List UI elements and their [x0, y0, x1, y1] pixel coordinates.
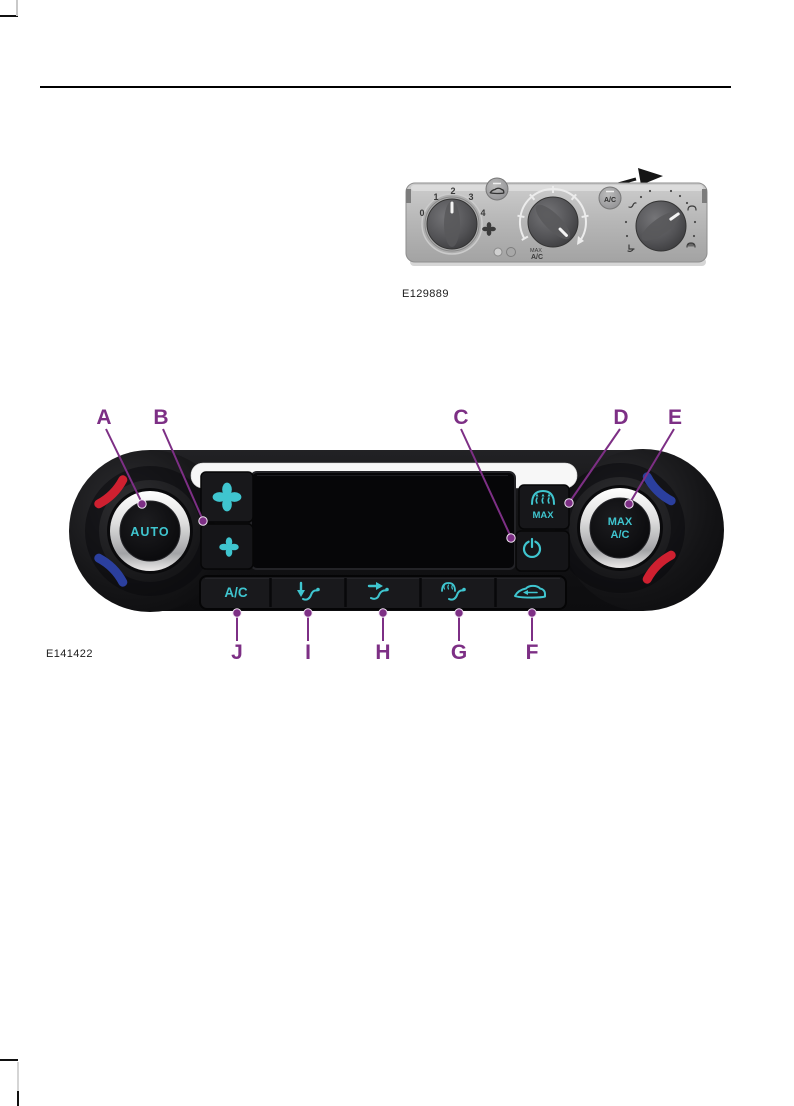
callout-letter-c: C [453, 406, 468, 429]
manual-panel-highlight [411, 185, 703, 191]
crop-mark-top-left-h [0, 15, 18, 17]
temp-dial-ac-label: A/C [531, 254, 543, 261]
max-defrost-button: MAX [518, 484, 570, 530]
manual-ac-button: A/C [598, 186, 622, 210]
figure1-code: E129889 [402, 288, 449, 300]
callout-letter-e: E [668, 406, 682, 429]
callout-letter-g: G [451, 641, 467, 664]
crop-mark-top-left-v [16, 0, 18, 16]
manual-recirculation-button [485, 177, 509, 201]
display-screen [250, 471, 516, 570]
callout-letter-f: F [526, 641, 539, 664]
temp-knob-indicator [558, 227, 568, 237]
panel-air-icon [367, 582, 389, 600]
manual-temperature-dial: MAX A/C [517, 186, 589, 261]
callout-dots [137, 498, 634, 618]
callout-letter-d: D [613, 406, 628, 429]
manual-distribution-knob [624, 189, 697, 252]
distribution-glyphs [627, 202, 697, 252]
power-button [515, 530, 570, 572]
right-cold-arc [642, 472, 676, 506]
fan-pos-2: 2 [450, 186, 455, 196]
max-ac-knob-label-1: MAX [608, 516, 633, 528]
callout-letter-i: I [305, 641, 311, 664]
crop-mark-bottom-left-h [0, 1059, 18, 1061]
callout-letter-h: H [375, 641, 390, 664]
manual-panel-tab-left [406, 189, 411, 203]
manual-ac-label: A/C [604, 197, 616, 204]
fan-down-button [200, 523, 254, 570]
windshield-defrost-icon [531, 489, 555, 505]
power-icon [522, 537, 542, 558]
callout-lines [105, 428, 675, 641]
right-hot-arc [642, 550, 676, 584]
figure-auto-climate-diagram: MAX AUTO MAX A/C [69, 406, 724, 664]
crop-mark-bottom-left-v-dark [17, 1091, 19, 1106]
windshield-air-icon [441, 582, 466, 601]
figure2-code: E141422 [46, 648, 93, 660]
figure-manual-climate-photo: 0 1 2 3 4 [405, 168, 708, 266]
left-cold-arc [94, 553, 128, 587]
max-ac-knob: MAX A/C [577, 485, 663, 571]
fan-pos-0: 0 [419, 208, 424, 218]
recirculation-icon [489, 187, 505, 195]
crop-mark-bottom-left-v-light [17, 1062, 19, 1091]
callout-letter-j: J [231, 641, 243, 664]
max-ac-knob-label-2: A/C [611, 529, 630, 541]
manual-fan-knob: 0 1 2 3 4 [419, 186, 496, 255]
fan-pos-1: 1 [433, 192, 438, 202]
max-defrost-label: MAX [532, 510, 554, 521]
callout-letter-a: A [96, 406, 111, 429]
bottom-button-row: A/C [199, 575, 567, 610]
auto-knob-label: AUTO [130, 525, 169, 539]
fan-pos-3: 3 [468, 192, 473, 202]
fan-up-button [200, 471, 254, 523]
left-hot-arc [94, 475, 128, 509]
callout-letter-b: B [153, 406, 168, 429]
ac-button-label: A/C [224, 585, 248, 600]
manual-panel-tab-right [702, 189, 707, 203]
temp-dial-max-label: MAX [530, 248, 542, 254]
recirculation-icon [514, 584, 546, 599]
manual-led-1 [493, 247, 503, 257]
auto-knob: AUTO [107, 488, 193, 574]
manual-led-2 [506, 247, 516, 257]
fan-pos-4: 4 [480, 208, 485, 218]
footwell-air-icon [297, 581, 320, 601]
header-rule [40, 86, 731, 88]
distribution-knob-indicator [669, 212, 680, 221]
